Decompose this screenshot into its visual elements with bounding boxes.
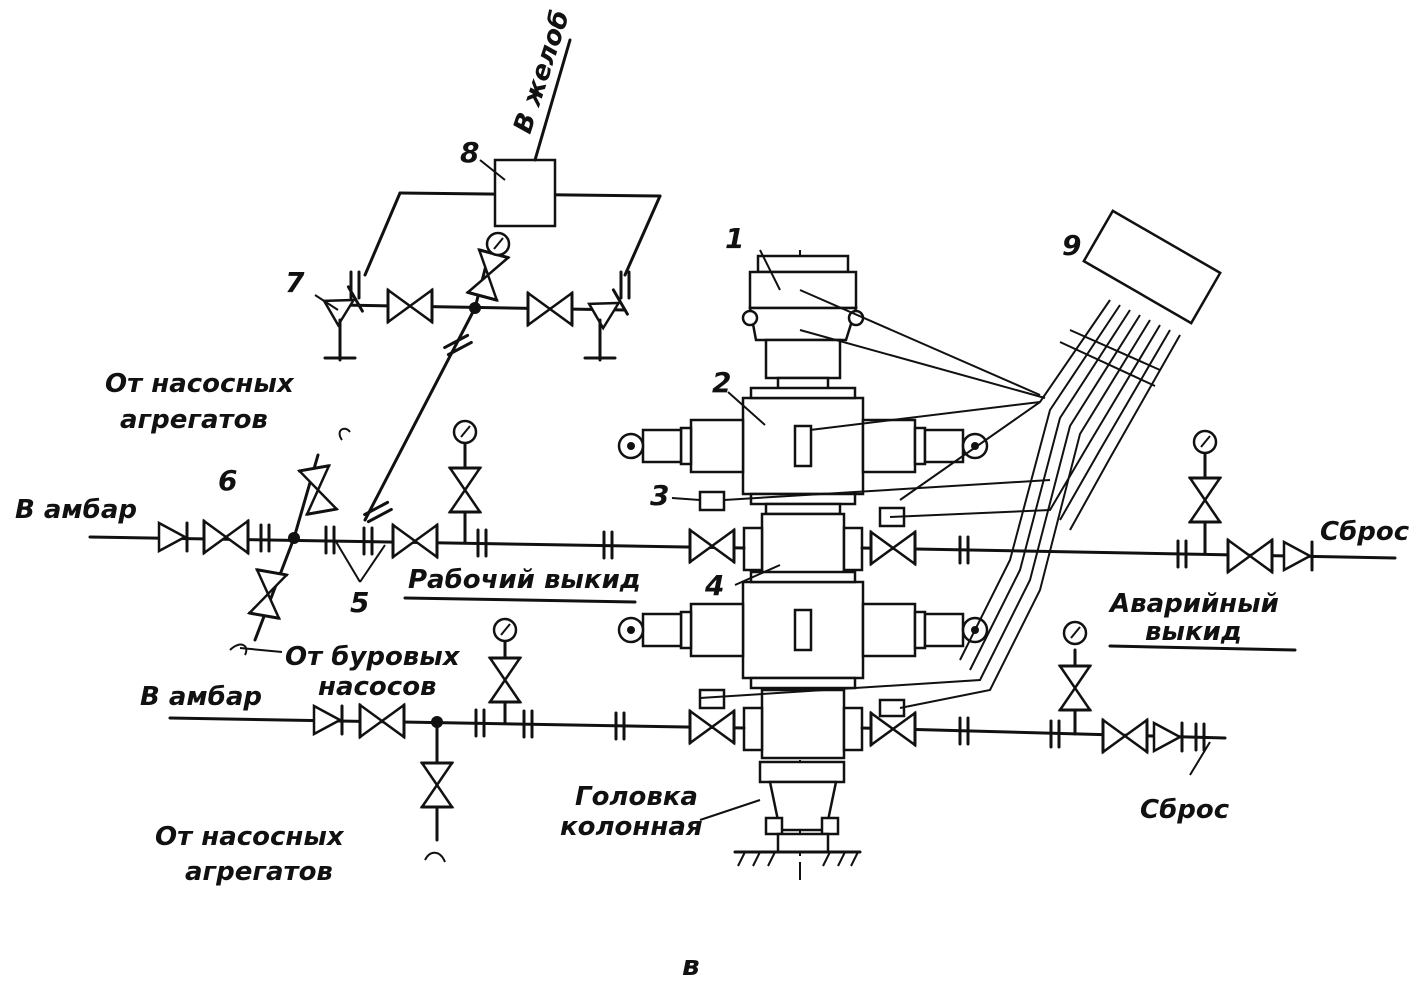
label-discharge-top: Сброс xyxy=(1320,517,1410,547)
choke-manifold xyxy=(322,38,662,524)
label-from-drilling-pumps-1: От буровых xyxy=(285,642,461,672)
label-casing-head-1: Головка xyxy=(575,782,698,812)
figure-letter: в xyxy=(682,949,700,982)
label-emergency-outlet-2: выкид xyxy=(1145,617,1242,647)
callout-4: 4 xyxy=(704,569,724,602)
callout-8: 8 xyxy=(460,136,479,169)
label-from-pump-units-bottom-2: агрегатов xyxy=(185,857,333,887)
annular-preventer xyxy=(748,270,858,310)
casing-head xyxy=(758,760,846,784)
callout-7: 7 xyxy=(285,266,305,299)
callout-2: 2 xyxy=(712,366,731,399)
callout-leaders xyxy=(239,159,1211,821)
separator-8 xyxy=(493,158,557,228)
label-working-outlet: Рабочий выкид xyxy=(408,565,641,595)
callout-5: 5 xyxy=(350,586,369,619)
emergency-outlet-line xyxy=(860,429,1397,574)
label-discharge-bottom: Сброс xyxy=(1140,795,1230,825)
callout-3: 3 xyxy=(650,479,669,512)
hydraulic-actuator-left-upper xyxy=(698,490,726,512)
label-to-pit-top: В амбар xyxy=(15,495,137,525)
control-panel-9 xyxy=(1082,209,1222,325)
lower-left-line xyxy=(168,617,746,863)
label-from-drilling-pumps-2: насосов xyxy=(318,672,437,702)
emergency-outlet-underline xyxy=(1108,644,1297,652)
ground-hatching xyxy=(737,851,859,867)
label-to-trough: В желоб xyxy=(508,7,576,137)
lower-right-line xyxy=(860,620,1227,754)
callout-9: 9 xyxy=(1062,229,1081,262)
label-to-pit-bottom: В амбар xyxy=(140,682,262,712)
bop-stack xyxy=(617,250,989,880)
label-from-pump-units-bottom-1: От насосных xyxy=(155,822,345,852)
lower-ram-preventer xyxy=(617,570,989,690)
label-from-pump-units-top-2: агрегатов xyxy=(120,405,268,435)
working-outlet-underline xyxy=(403,596,637,604)
label-casing-head-2: колонная xyxy=(560,812,703,842)
callout-1: 1 xyxy=(725,222,744,255)
working-outlet-line xyxy=(88,419,746,656)
annular-preventer-cap xyxy=(756,254,850,274)
hydraulic-actuator-left-lower xyxy=(698,688,726,710)
callout-6: 6 xyxy=(218,464,237,497)
hydraulic-hose-bundle xyxy=(699,289,1181,709)
label-from-pump-units-top-1: От насосных xyxy=(105,369,295,399)
label-emergency-outlet-1: Аварийный xyxy=(1108,589,1279,619)
